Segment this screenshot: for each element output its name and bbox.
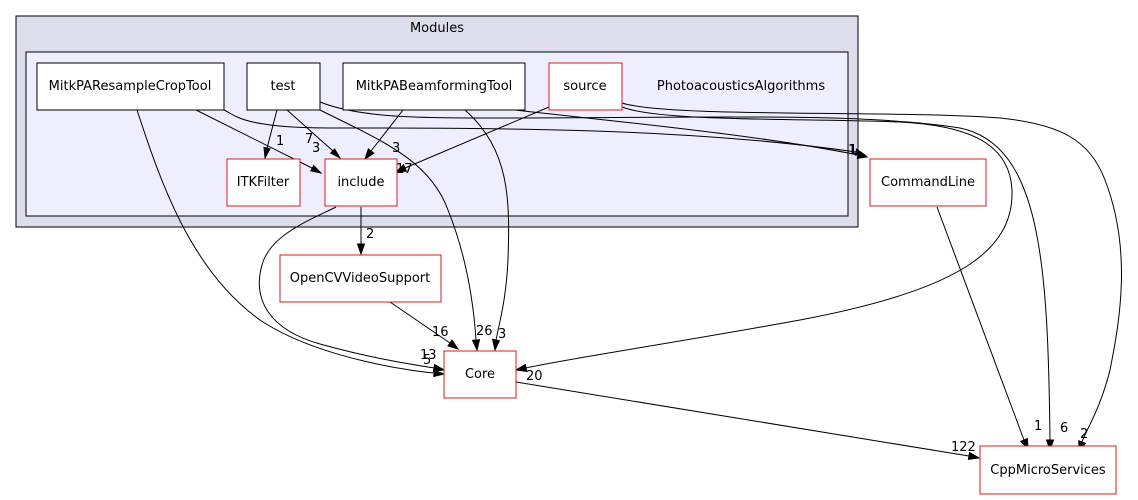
node-mitkparesamplecroptool[interactable]: MitkPAResampleCropTool <box>36 62 225 111</box>
node-core[interactable]: Core <box>443 350 517 399</box>
node-cppmicroservices[interactable]: CppMicroServices <box>979 445 1117 495</box>
edge-label-source-include: 17 <box>396 162 413 177</box>
edge-label-opencv-core: 16 <box>432 325 449 340</box>
edge-label-test-cppmicro: 6 <box>1060 421 1068 436</box>
cluster-photoacoustics-label: PhotoacousticsAlgorithms <box>657 79 825 94</box>
edge-label-beamforming-include: 3 <box>392 141 400 156</box>
node-test[interactable]: test <box>246 62 321 111</box>
node-label-commandline: CommandLine <box>881 175 975 190</box>
node-include[interactable]: include <box>324 158 398 207</box>
node-mitkpabeamformingtool[interactable]: MitkPABeamformingTool <box>342 62 526 111</box>
edge-opencv-core: 16 <box>389 301 460 350</box>
cluster-modules-label: Modules <box>410 21 464 36</box>
edge-test-itkfilter: 1 <box>263 109 284 160</box>
edges: 3 1 5 1 7 26 <box>136 101 1122 460</box>
edge-resample-core: 5 <box>136 109 446 378</box>
edge-source-include: 17 <box>394 106 550 177</box>
node-label-beamforming: MitkPABeamformingTool <box>356 79 513 94</box>
node-label-test: test <box>271 79 296 94</box>
edge-label-resample-commandline: 1 <box>849 143 857 158</box>
edge-label-core-cppmicro: 122 <box>951 440 976 455</box>
edge-label-commandline-cppmicro: 1 <box>1034 419 1042 434</box>
node-label-itkfilter: ITKFilter <box>237 175 290 190</box>
node-label-opencv: OpenCVVideoSupport <box>290 271 431 286</box>
edge-commandline-cppmicro: 1 <box>936 206 1042 451</box>
node-label-core: Core <box>465 367 495 382</box>
edge-label-test-include: 7 <box>305 132 313 147</box>
node-label-resample: MitkPAResampleCropTool <box>49 79 212 94</box>
edge-source-core: 20 <box>514 106 1013 384</box>
node-label-include: include <box>337 175 384 190</box>
node-label-source: source <box>563 79 606 94</box>
edge-label-include-core: 13 <box>420 348 437 363</box>
edge-label-test-core: 26 <box>476 324 493 339</box>
edge-label-beamforming-commandline: 1 <box>848 143 856 158</box>
node-source[interactable]: source <box>548 62 623 111</box>
edge-label-source-core: 20 <box>526 369 543 384</box>
edge-include-opencv: 2 <box>356 207 374 256</box>
edge-test-cppmicro: 6 <box>319 101 1068 452</box>
edge-beamforming-core: 3 <box>464 109 510 352</box>
edge-label-resample-include: 3 <box>312 141 320 156</box>
edge-test-include: 7 <box>286 109 342 160</box>
node-opencvvideosupport[interactable]: OpenCVVideoSupport <box>279 254 442 303</box>
edge-include-core: 13 <box>258 206 446 372</box>
edge-core-cppmicro: 122 <box>515 381 981 460</box>
edge-label-include-opencv: 2 <box>366 227 374 242</box>
edge-resample-include: 3 <box>195 109 323 174</box>
edge-label-source-cppmicro: 2 <box>1080 427 1088 442</box>
edge-label-test-itkfilter: 1 <box>276 134 284 149</box>
edge-label-beamforming-core: 3 <box>498 327 506 342</box>
edge-beamforming-include: 3 <box>364 109 404 161</box>
node-label-cppmicro: CppMicroServices <box>990 463 1106 478</box>
edge-test-core: 26 <box>319 109 493 352</box>
node-itkfilter[interactable]: ITKFilter <box>226 158 301 207</box>
edge-label-resample-core: 5 <box>423 353 431 368</box>
node-commandline[interactable]: CommandLine <box>869 158 987 207</box>
edge-beamforming-commandline: 1 <box>514 109 869 159</box>
